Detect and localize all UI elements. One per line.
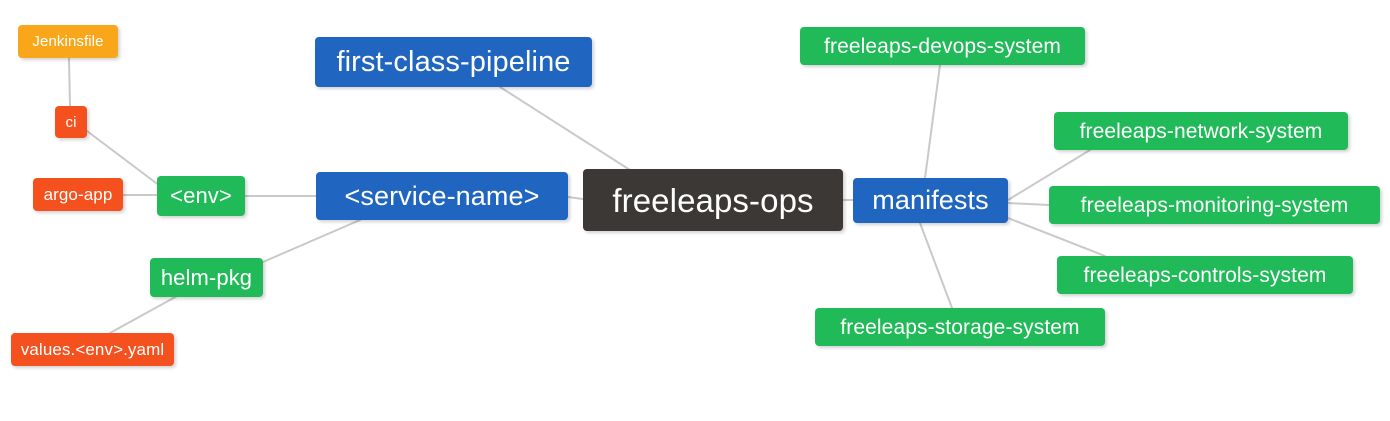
- node-label-helm-pkg: helm-pkg: [160, 264, 253, 290]
- node-freeleaps-ops[interactable]: freeleaps-ops: [583, 169, 843, 231]
- node-freeleaps-controls-system[interactable]: freeleaps-controls-system: [1057, 256, 1353, 294]
- node-label-ci: ci: [65, 113, 77, 131]
- node-label-first-class-pipeline: first-class-pipeline: [336, 45, 571, 78]
- node-env[interactable]: <env>: [157, 176, 245, 216]
- node-first-class-pipeline[interactable]: first-class-pipeline: [315, 37, 592, 87]
- node-values-env-yaml[interactable]: values.<env>.yaml: [11, 333, 174, 366]
- node-label-values-env-yaml: values.<env>.yaml: [20, 340, 165, 359]
- node-label-env: <env>: [170, 183, 232, 208]
- node-label-argo-app: argo-app: [43, 185, 113, 204]
- node-label-freeleaps-ops: freeleaps-ops: [612, 181, 814, 219]
- node-label-freeleaps-storage-system: freeleaps-storage-system: [840, 315, 1080, 339]
- edge-manifests-to-freeleaps-monitoring-system: [1007, 202, 1050, 206]
- node-label-service-name: <service-name>: [344, 180, 540, 211]
- edge-manifests-to-freeleaps-storage-system: [919, 222, 953, 309]
- node-label-jenkinsfile: Jenkinsfile: [32, 33, 104, 50]
- node-freeleaps-monitoring-system[interactable]: freeleaps-monitoring-system: [1049, 186, 1380, 224]
- node-manifests[interactable]: manifests: [853, 178, 1008, 223]
- node-argo-app[interactable]: argo-app: [33, 178, 123, 211]
- edge-first-class-pipeline-to-freeleaps-ops: [499, 86, 631, 171]
- node-label-freeleaps-monitoring-system: freeleaps-monitoring-system: [1080, 193, 1349, 217]
- node-helm-pkg[interactable]: helm-pkg: [150, 258, 263, 297]
- node-label-freeleaps-network-system: freeleaps-network-system: [1079, 119, 1323, 143]
- node-jenkinsfile[interactable]: Jenkinsfile: [18, 25, 118, 58]
- node-label-freeleaps-controls-system: freeleaps-controls-system: [1083, 263, 1327, 287]
- edge-service-name-to-freeleaps-ops: [567, 196, 584, 200]
- node-freeleaps-storage-system[interactable]: freeleaps-storage-system: [815, 308, 1105, 346]
- edge-manifests-to-freeleaps-devops-system: [924, 64, 941, 179]
- node-freeleaps-devops-system[interactable]: freeleaps-devops-system: [800, 27, 1085, 65]
- node-label-manifests: manifests: [872, 185, 989, 215]
- edge-service-name-to-helm-pkg: [262, 219, 361, 263]
- node-service-name[interactable]: <service-name>: [316, 172, 568, 220]
- node-label-freeleaps-devops-system: freeleaps-devops-system: [824, 34, 1061, 58]
- edge-jenkinsfile-to-ci: [68, 57, 71, 107]
- node-ci[interactable]: ci: [55, 106, 87, 138]
- node-freeleaps-network-system[interactable]: freeleaps-network-system: [1054, 112, 1348, 150]
